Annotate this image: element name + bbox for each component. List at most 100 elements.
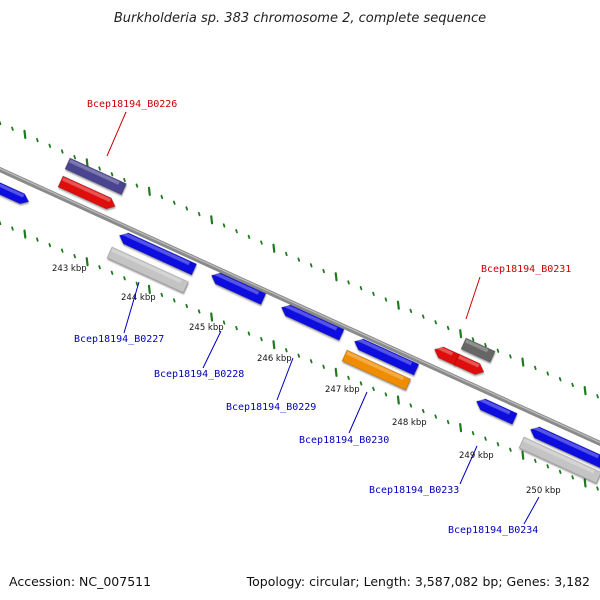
gene-feature[interactable]	[432, 344, 461, 366]
gene-feature[interactable]	[117, 230, 198, 276]
tick-mark	[48, 143, 52, 148]
tick-mark	[309, 359, 313, 364]
tick-mark	[509, 447, 512, 452]
tick-mark	[546, 464, 550, 469]
tick-mark	[421, 408, 425, 414]
tick-mark	[347, 280, 350, 285]
tick-mark	[123, 276, 126, 281]
tick-mark	[596, 394, 599, 399]
leader-line	[523, 496, 540, 525]
tick-mark	[546, 371, 550, 376]
tick-mark	[322, 364, 325, 369]
leader-line	[348, 391, 368, 434]
tick-mark	[571, 382, 574, 388]
gene-feature[interactable]	[0, 177, 31, 207]
tick-mark	[48, 243, 52, 248]
summary-text: Topology: circular; Length: 3,587,082 bp…	[246, 574, 590, 589]
tick-label: 248 kbp	[392, 418, 427, 428]
gene-feature[interactable]	[57, 175, 118, 212]
gene-label-b0229[interactable]: Bcep18194_B0229	[226, 402, 316, 413]
tick-mark	[60, 248, 64, 253]
tick-mark	[396, 395, 400, 405]
tick-mark	[347, 375, 350, 380]
tick-mark	[11, 126, 14, 131]
tick-mark	[172, 298, 176, 303]
tick-mark	[23, 229, 27, 239]
tick-mark	[309, 263, 313, 268]
tick-mark	[222, 223, 226, 228]
tick-mark	[409, 308, 413, 313]
tick-mark	[558, 377, 562, 382]
gene-labels: Bcep18194_B0226 Bcep18194_B0227 Bcep1819…	[74, 99, 571, 536]
tick-mark	[496, 348, 500, 353]
leader-line	[123, 281, 140, 334]
gene-label-b0234[interactable]: Bcep18194_B0234	[448, 525, 538, 536]
tick-mark	[372, 386, 375, 392]
gene-label-b0231[interactable]: Bcep18194_B0231	[481, 264, 571, 275]
gene-feature[interactable]	[528, 424, 600, 469]
tick-mark	[135, 281, 139, 286]
tick-mark	[509, 354, 512, 359]
tick-mark	[285, 348, 288, 353]
tick-mark	[459, 329, 463, 339]
tick-mark	[372, 291, 375, 296]
tick-mark	[596, 486, 599, 491]
tick-mark	[98, 265, 101, 270]
gene-feature[interactable]	[209, 270, 267, 305]
gene-label-b0227[interactable]: Bcep18194_B0227	[74, 334, 164, 345]
tick-mark	[235, 229, 238, 234]
tick-mark	[297, 257, 301, 262]
gene-feature[interactable]	[474, 396, 518, 425]
tick-mark	[36, 237, 39, 242]
tick-mark	[558, 469, 562, 474]
tick-mark	[160, 292, 164, 297]
tick-mark	[421, 314, 425, 319]
tick-mark	[471, 337, 475, 342]
tick-mark	[11, 226, 14, 231]
tick-label: 244 kbp	[121, 293, 156, 303]
tick-mark	[260, 337, 263, 342]
gene-label-b0233[interactable]: Bcep18194_B0233	[369, 485, 459, 496]
tick-mark	[110, 172, 114, 177]
tick-mark	[135, 183, 139, 188]
tick-mark	[23, 129, 27, 139]
tick-mark	[434, 320, 438, 325]
tick-rows	[0, 120, 599, 491]
gene-feature[interactable]	[106, 246, 189, 294]
gene-label-b0226[interactable]: Bcep18194_B0226	[87, 99, 177, 110]
gene-feature[interactable]	[352, 336, 420, 376]
tick-mark	[247, 234, 251, 239]
tick-mark	[384, 392, 388, 397]
tick-mark	[583, 478, 587, 488]
gene-label-b0228[interactable]: Bcep18194_B0228	[154, 369, 244, 380]
tick-mark	[334, 272, 338, 282]
tick-mark	[210, 215, 214, 225]
tick-mark	[210, 312, 214, 322]
tick-mark	[172, 200, 176, 205]
accession-text: Accession: NC_007511	[9, 574, 151, 589]
tick-mark	[583, 386, 587, 396]
gene-feature[interactable]	[64, 157, 127, 196]
leader-line	[459, 445, 478, 485]
tick-mark	[334, 367, 338, 377]
tick-label: 249 kbp	[459, 451, 494, 461]
tick-mark	[521, 450, 525, 460]
tick-label: 250 kbp	[526, 486, 561, 496]
tick-label: 247 kbp	[325, 385, 360, 395]
leader-line	[202, 330, 222, 369]
tick-mark	[185, 206, 189, 211]
gene-feature[interactable]	[518, 436, 600, 484]
gene-feature[interactable]	[279, 302, 345, 341]
tick-mark	[123, 177, 126, 183]
gene-label-b0230[interactable]: Bcep18194_B0230	[299, 435, 389, 446]
gene-feature[interactable]	[460, 337, 496, 363]
tick-mark	[484, 342, 487, 348]
tick-mark	[147, 284, 151, 294]
gene-feature[interactable]	[453, 353, 486, 377]
tick-mark	[185, 303, 189, 309]
tick-mark	[359, 381, 363, 386]
gene-feature[interactable]	[341, 349, 412, 391]
tick-mark	[160, 194, 164, 200]
tick-mark	[446, 325, 450, 331]
